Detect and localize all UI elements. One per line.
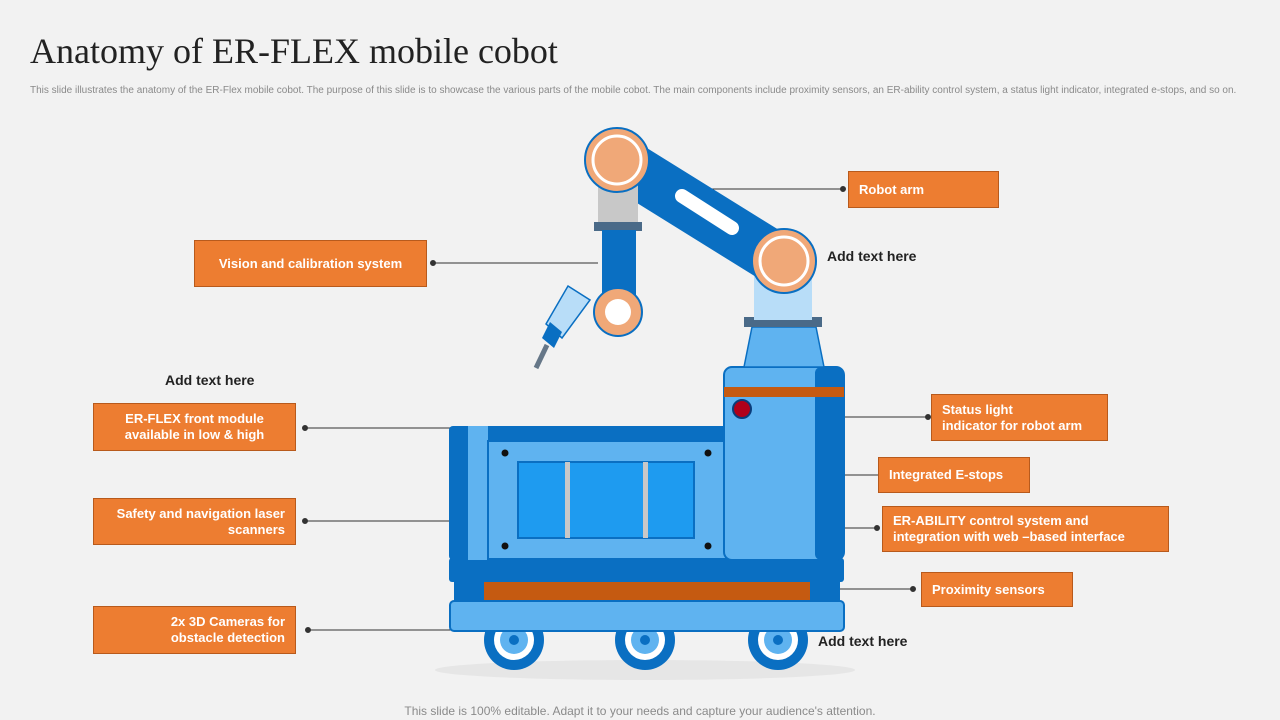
base-chassis [449, 558, 845, 632]
label-3d-cameras: 2x 3D Cameras for obstacle detection [93, 606, 296, 654]
label-proximity: Proximity sensors [921, 572, 1073, 607]
page-title: Anatomy of ER-FLEX mobile cobot [30, 31, 558, 71]
footer-note: This slide is 100% editable. Adapt it to… [404, 704, 876, 718]
front-window [517, 461, 695, 539]
label-estops: Integrated E-stops [878, 457, 1030, 493]
control-tower [723, 317, 845, 561]
joint-elbow [751, 228, 817, 294]
label-safety-scanners: Safety and navigation laser scanners [93, 498, 296, 545]
joint-top [584, 127, 650, 193]
page-description: This slide illustrates the anatomy of th… [30, 85, 1237, 96]
label-er-ability: ER-ABILITY control system and integratio… [882, 506, 1169, 552]
proximity-sensor-strip [484, 582, 810, 600]
label-vision-calibration: Vision and calibration system [194, 240, 427, 287]
tower-stripe [724, 387, 844, 397]
front-module [449, 426, 727, 560]
note-wheels: Add text here [818, 633, 908, 649]
label-front-module: ER-FLEX front module available in low & … [93, 403, 296, 451]
robot-arm [533, 127, 817, 370]
label-robot-arm: Robot arm [848, 171, 999, 208]
label-status-light: Status light indicator for robot arm [931, 394, 1108, 441]
note-left: Add text here [165, 372, 255, 388]
note-arm: Add text here [827, 248, 917, 264]
status-light [732, 399, 752, 419]
